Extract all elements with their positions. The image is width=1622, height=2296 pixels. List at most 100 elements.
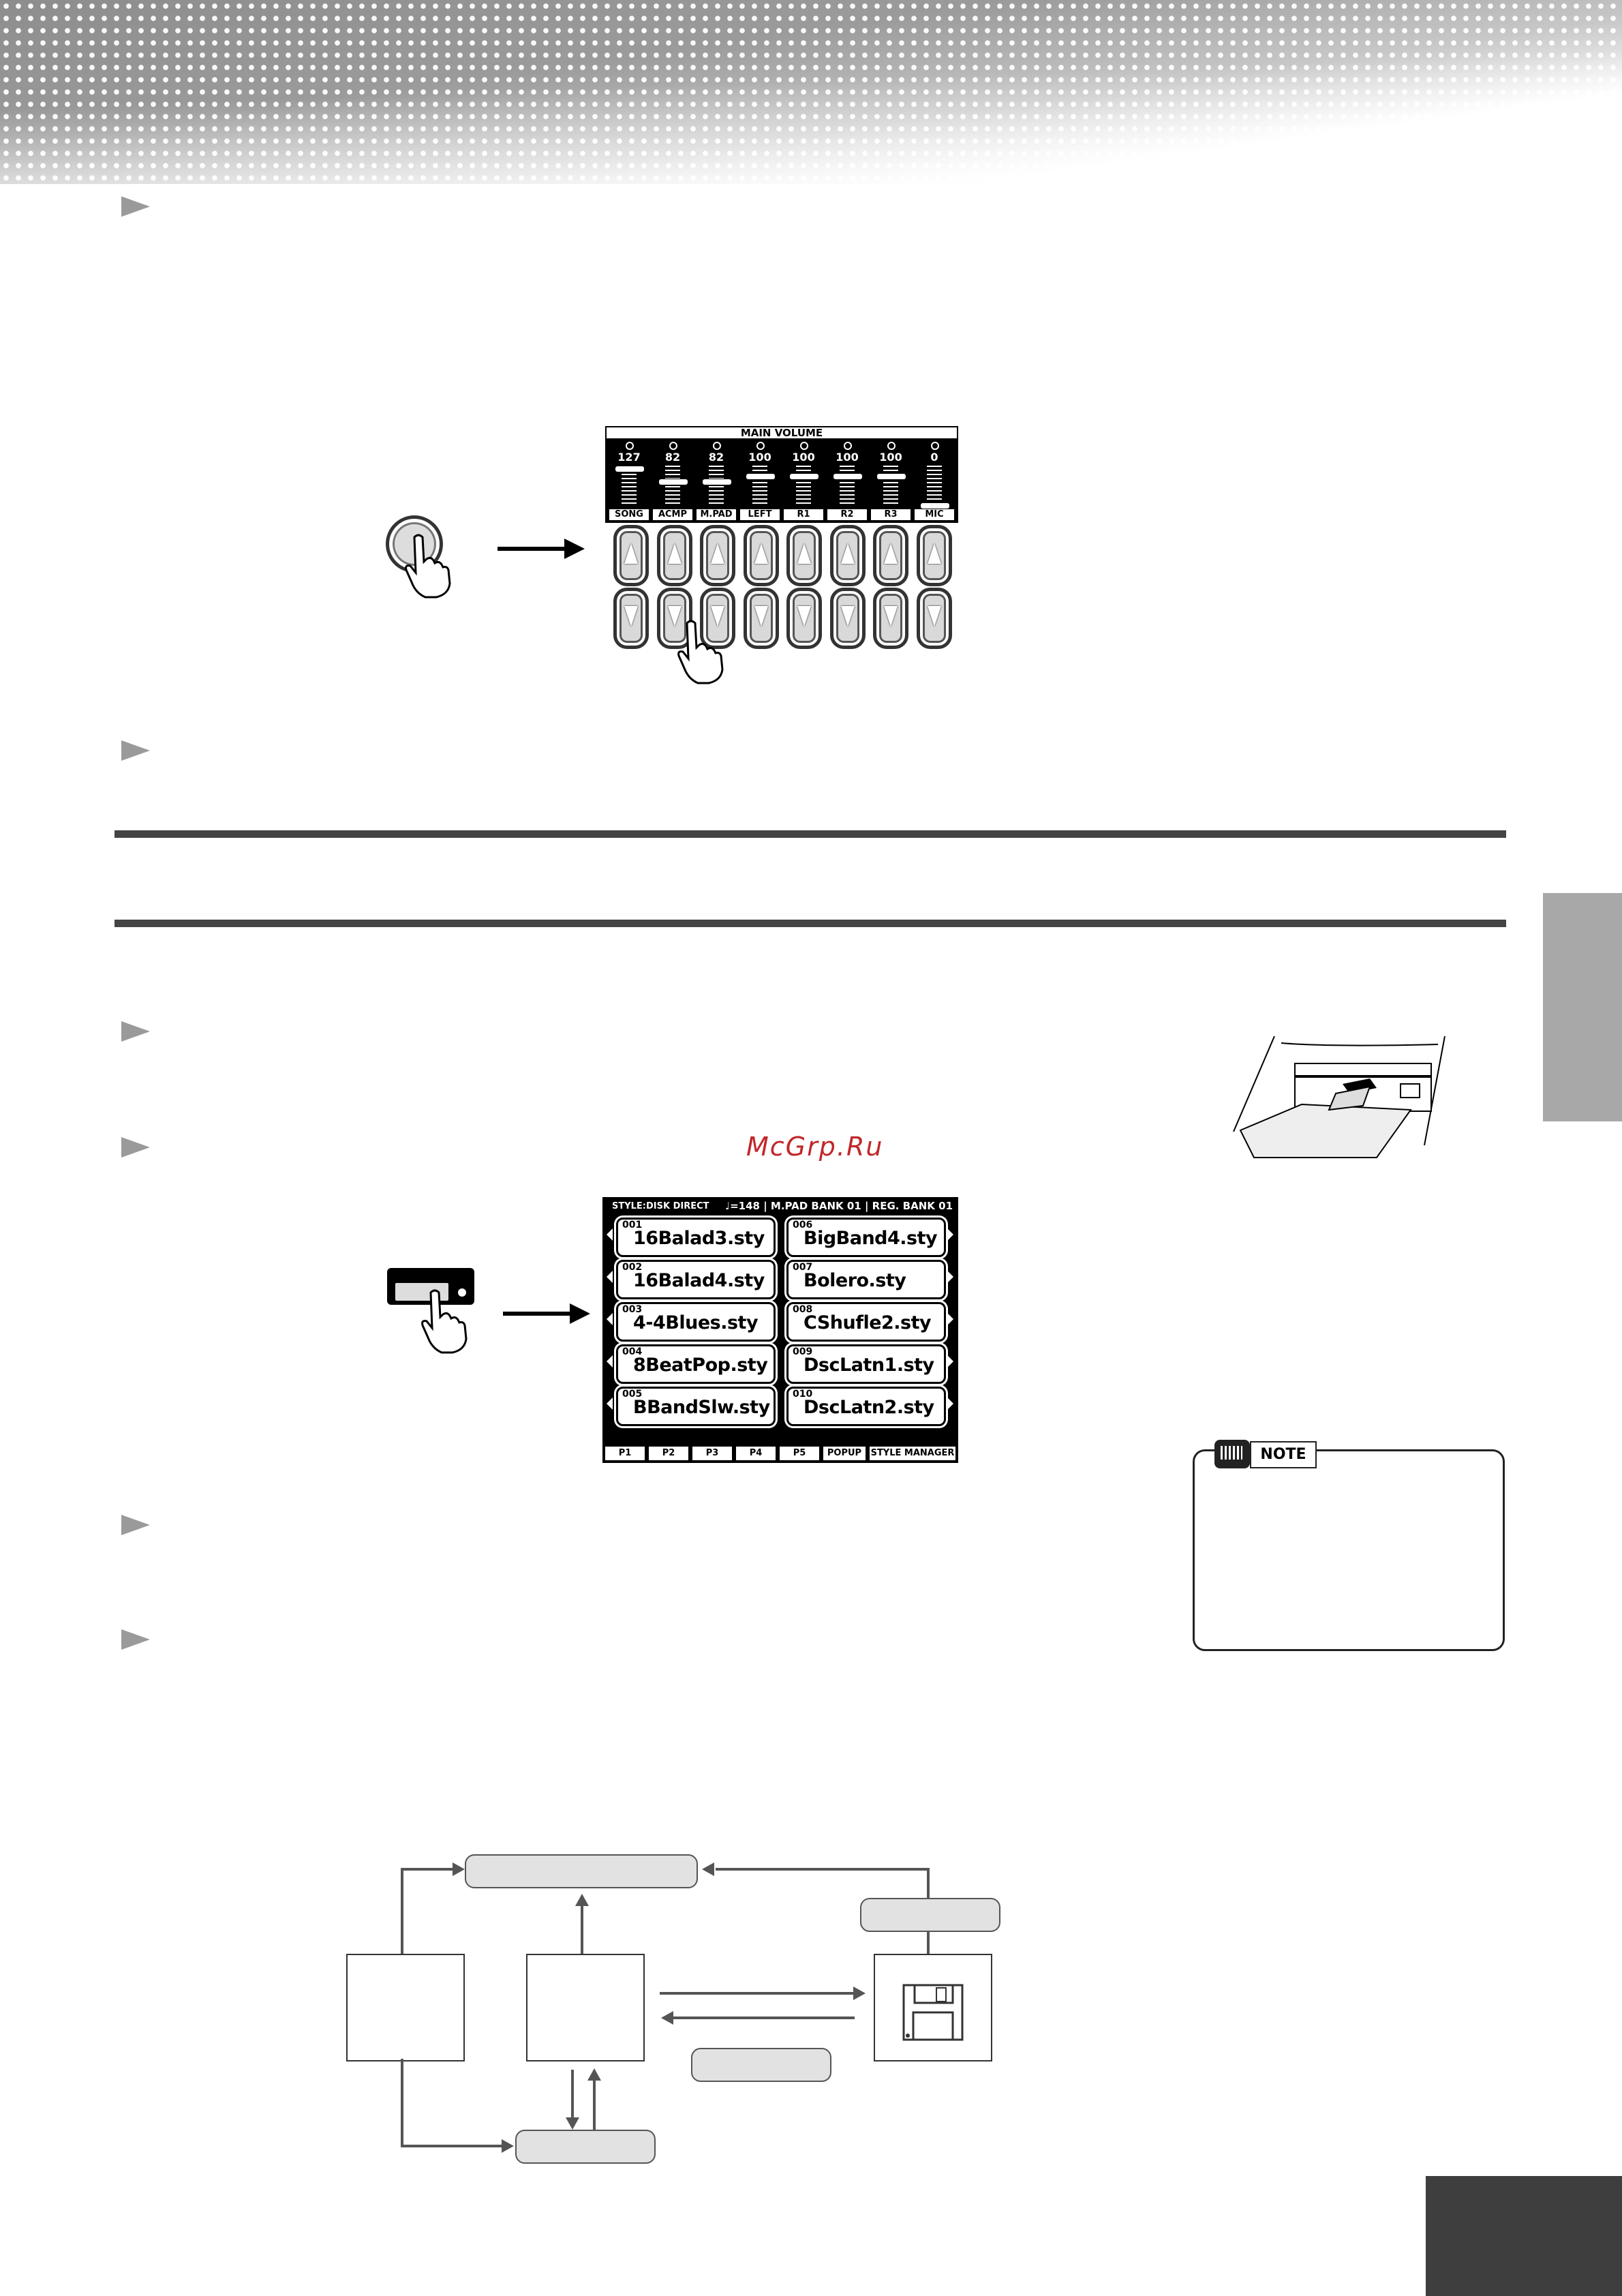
file-number: 004 bbox=[622, 1346, 643, 1357]
triangle-down-icon bbox=[667, 606, 682, 626]
file-name: DscLatn1.sty bbox=[804, 1355, 934, 1376]
select-right-icon bbox=[947, 1271, 953, 1283]
channel-fader bbox=[840, 466, 855, 505]
volume-up-button bbox=[613, 525, 649, 586]
select-left-icon bbox=[607, 1228, 613, 1241]
file-number: 002 bbox=[622, 1262, 643, 1273]
select-left-icon bbox=[607, 1271, 613, 1283]
pointing-hand-icon bbox=[677, 620, 724, 684]
triangle-up-icon bbox=[624, 543, 638, 564]
fader-knob bbox=[702, 478, 732, 485]
page-tab: STYLE MANAGER bbox=[870, 1447, 955, 1460]
file-name: 8BeatPop.sty bbox=[633, 1355, 768, 1376]
flow-arrow-right-icon bbox=[502, 2139, 514, 2153]
file-number: 010 bbox=[793, 1389, 813, 1400]
channel-indicator-icon bbox=[756, 442, 765, 450]
volume-down-button bbox=[829, 588, 866, 649]
channel-value: 100 bbox=[748, 451, 771, 464]
chapter-side-tab bbox=[1543, 893, 1622, 1121]
select-left-icon bbox=[607, 1355, 613, 1368]
file-number: 005 bbox=[622, 1389, 643, 1400]
flow-line bbox=[401, 1868, 454, 1871]
volume-up-button bbox=[700, 525, 735, 586]
channel-value: 100 bbox=[879, 451, 902, 464]
flow-line bbox=[927, 1868, 930, 1898]
flow-line bbox=[401, 1868, 403, 1954]
fader-knob bbox=[876, 473, 906, 481]
step-arrow-icon bbox=[121, 1515, 150, 1535]
flow-line bbox=[593, 2079, 596, 2130]
channel-indicator-icon bbox=[669, 442, 677, 450]
channel-value: 82 bbox=[708, 451, 724, 464]
select-left-icon bbox=[607, 1398, 613, 1410]
file-name: Bolero.sty bbox=[804, 1270, 906, 1291]
file-number: 007 bbox=[793, 1262, 813, 1273]
arrow-line bbox=[503, 1312, 571, 1316]
file-name: 16Balad3.sty bbox=[633, 1228, 765, 1249]
channel-label: MIC bbox=[915, 509, 954, 520]
section-rule-top bbox=[114, 830, 1506, 838]
channel-fader bbox=[883, 466, 898, 505]
volume-up-button bbox=[916, 525, 952, 586]
flow-arrow-left-icon bbox=[661, 2011, 673, 2025]
fader-knob bbox=[615, 466, 645, 472]
fader-knob bbox=[789, 473, 819, 481]
disk-direct-button-icon bbox=[387, 1268, 474, 1305]
diagram-pill-middle bbox=[691, 2048, 831, 2082]
arrow-right-icon bbox=[570, 1303, 590, 1324]
flow-line bbox=[401, 2059, 403, 2147]
triangle-up-icon bbox=[927, 543, 941, 564]
file-name: DscLatn2.sty bbox=[804, 1397, 934, 1418]
channel-fader bbox=[752, 466, 767, 505]
flow-line bbox=[571, 2070, 574, 2119]
triangle-up-icon bbox=[840, 543, 855, 564]
step-arrow-icon bbox=[121, 1137, 150, 1158]
page-tab: P1 bbox=[605, 1447, 645, 1460]
watermark-text: McGrp.Ru bbox=[746, 1132, 884, 1162]
select-right-icon bbox=[947, 1398, 953, 1410]
channel-label: R1 bbox=[784, 509, 823, 520]
flow-arrow-up-icon bbox=[575, 1894, 589, 1906]
file-number: 008 bbox=[793, 1304, 813, 1315]
floppy-disk-icon bbox=[902, 1984, 964, 2041]
step-arrow-icon bbox=[121, 196, 150, 217]
mixer-title: MAIN VOLUME bbox=[607, 427, 957, 438]
volume-down-button bbox=[786, 588, 822, 649]
file-number: 009 bbox=[793, 1346, 813, 1357]
channel-value: 100 bbox=[792, 451, 815, 464]
volume-up-button bbox=[873, 525, 908, 586]
diagram-pill-top bbox=[465, 1854, 698, 1888]
diagram-box-disk bbox=[874, 1954, 992, 2061]
file-name: 16Balad4.sty bbox=[633, 1270, 765, 1291]
flow-arrow-left-icon bbox=[702, 1862, 714, 1876]
arrow-right-icon bbox=[564, 539, 585, 559]
volume-up-button bbox=[786, 525, 822, 586]
channel-label: R2 bbox=[827, 509, 867, 520]
flow-arrow-right-icon bbox=[453, 1862, 465, 1876]
note-tag: NOTE bbox=[1214, 1440, 1319, 1468]
page-tab: P3 bbox=[692, 1447, 732, 1460]
fader-knob bbox=[658, 478, 688, 485]
flow-line bbox=[716, 1868, 930, 1871]
channel-label: M.PAD bbox=[697, 509, 736, 520]
triangle-up-icon bbox=[754, 543, 768, 564]
volume-down-button bbox=[613, 588, 649, 649]
channel-indicator-icon bbox=[887, 442, 896, 450]
volume-up-button bbox=[656, 525, 692, 586]
note-box bbox=[1193, 1449, 1505, 1651]
keyboard-note-icon bbox=[1214, 1440, 1250, 1468]
triangle-up-icon bbox=[711, 543, 724, 564]
channel-indicator-icon bbox=[626, 442, 634, 450]
flow-arrow-right-icon bbox=[853, 1987, 866, 2000]
